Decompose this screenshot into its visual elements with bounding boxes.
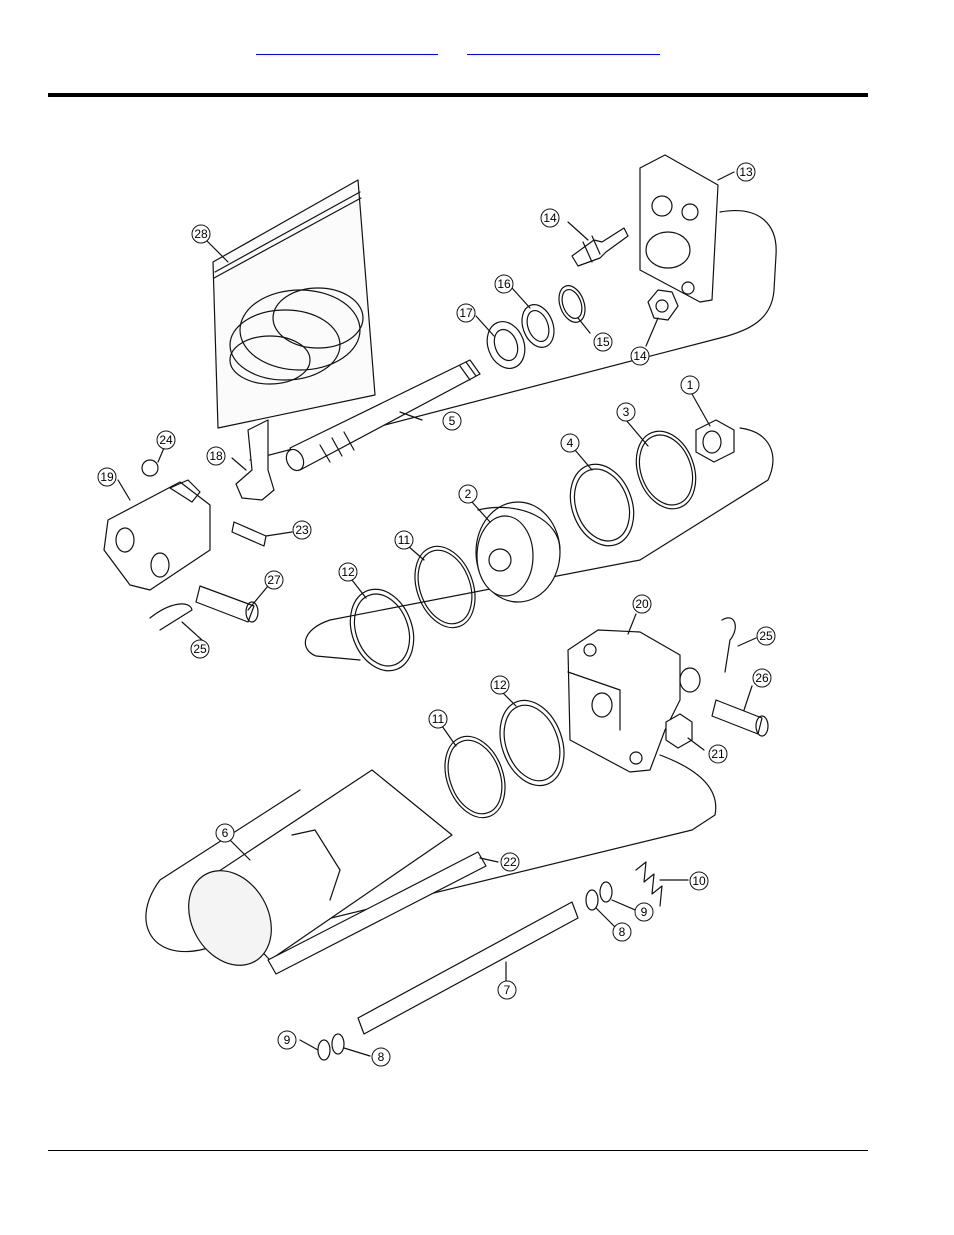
svg-text:19: 19	[100, 470, 114, 484]
callout-14b: 14	[630, 346, 650, 366]
svg-text:5: 5	[449, 414, 456, 428]
callout-28: 28	[191, 224, 211, 244]
nav-link-right[interactable]	[467, 38, 660, 55]
svg-text:25: 25	[759, 629, 773, 643]
nav-link-left[interactable]	[256, 38, 438, 55]
svg-text:8: 8	[378, 1050, 385, 1064]
svg-text:20: 20	[635, 597, 649, 611]
callout-25b: 25	[756, 626, 776, 646]
callout-24: 24	[156, 430, 176, 450]
svg-text:10: 10	[692, 874, 706, 888]
svg-text:14: 14	[633, 349, 647, 363]
callout-14a: 14	[540, 208, 560, 228]
callout-4: 4	[560, 433, 580, 453]
top-navigation-links	[0, 38, 954, 58]
svg-text:4: 4	[567, 436, 574, 450]
svg-text:27: 27	[267, 573, 281, 587]
callout-8b: 8	[371, 1047, 391, 1067]
svg-text:26: 26	[755, 671, 769, 685]
lower-group-outline	[145, 754, 717, 953]
svg-text:25: 25	[193, 642, 207, 656]
header-rule	[48, 93, 868, 97]
callout-2: 2	[458, 484, 478, 504]
callout-6: 6	[215, 823, 235, 843]
svg-text:9: 9	[641, 905, 648, 919]
svg-text:28: 28	[194, 227, 208, 241]
svg-text:22: 22	[503, 855, 517, 869]
svg-text:21: 21	[711, 747, 725, 761]
svg-text:2: 2	[465, 487, 472, 501]
seal-kit-bag	[212, 179, 376, 429]
svg-text:14: 14	[543, 211, 557, 225]
end-plate	[639, 154, 719, 303]
callout-15: 15	[593, 332, 613, 352]
callout-12b: 12	[490, 675, 510, 695]
callout-23: 23	[292, 520, 312, 540]
callout-19: 19	[97, 467, 117, 487]
callout-11a: 11	[394, 530, 414, 550]
hex-nut-small	[647, 289, 679, 321]
callout-8a: 8	[612, 922, 632, 942]
breather-fitting	[571, 227, 629, 267]
svg-text:6: 6	[222, 826, 229, 840]
svg-text:15: 15	[596, 335, 610, 349]
svg-text:13: 13	[739, 165, 753, 179]
callout-26: 26	[752, 668, 772, 688]
callout-25a: 25	[190, 639, 210, 659]
exploded-parts-diagram: 13 14 28 16 17 15 14 5 1 3 4 24 18 19 2 …	[97, 154, 777, 1067]
svg-text:7: 7	[504, 983, 511, 997]
callout-22: 22	[500, 852, 520, 872]
callout-13: 13	[736, 162, 756, 182]
short-pin	[231, 521, 267, 547]
spring	[635, 861, 663, 907]
callout-11b: 11	[428, 709, 448, 729]
upper-group-outline	[249, 210, 777, 461]
callout-10: 10	[689, 871, 709, 891]
rear-pin	[711, 699, 769, 737]
footer-rule	[48, 1150, 868, 1151]
callout-5: 5	[442, 411, 462, 431]
svg-text:3: 3	[623, 405, 630, 419]
svg-text:12: 12	[341, 565, 355, 579]
callout-17: 17	[456, 303, 476, 323]
callout-3: 3	[616, 402, 636, 422]
svg-text:23: 23	[295, 523, 309, 537]
svg-text:24: 24	[159, 433, 173, 447]
callout-9b: 9	[277, 1030, 297, 1050]
callout-16: 16	[494, 274, 514, 294]
piston-rod	[285, 359, 481, 472]
svg-text:16: 16	[497, 277, 511, 291]
callout-27: 27	[264, 570, 284, 590]
tie-rod-lower	[357, 901, 579, 1035]
svg-text:11: 11	[432, 712, 445, 726]
lever	[235, 419, 275, 501]
callout-1: 1	[680, 375, 700, 395]
piston-nut	[695, 419, 735, 463]
middle-group-outline	[304, 427, 774, 661]
clevis	[103, 479, 211, 591]
svg-text:9: 9	[284, 1033, 291, 1047]
cylinder-tube	[188, 769, 453, 966]
piston	[475, 501, 561, 603]
rear-cap	[567, 629, 701, 773]
svg-text:8: 8	[619, 925, 626, 939]
callout-21: 21	[708, 744, 728, 764]
callout-9a: 9	[634, 902, 654, 922]
svg-text:18: 18	[209, 449, 223, 463]
callout-12a: 12	[338, 562, 358, 582]
svg-text:1: 1	[687, 378, 694, 392]
svg-text:11: 11	[398, 533, 411, 547]
callout-7: 7	[497, 980, 517, 1000]
hair-pin	[149, 603, 193, 631]
callout-20: 20	[632, 594, 652, 614]
tie-rod-upper	[267, 851, 487, 975]
callout-18: 18	[206, 446, 226, 466]
svg-text:17: 17	[459, 306, 473, 320]
svg-text:12: 12	[493, 678, 507, 692]
clevis-pin	[195, 585, 259, 623]
